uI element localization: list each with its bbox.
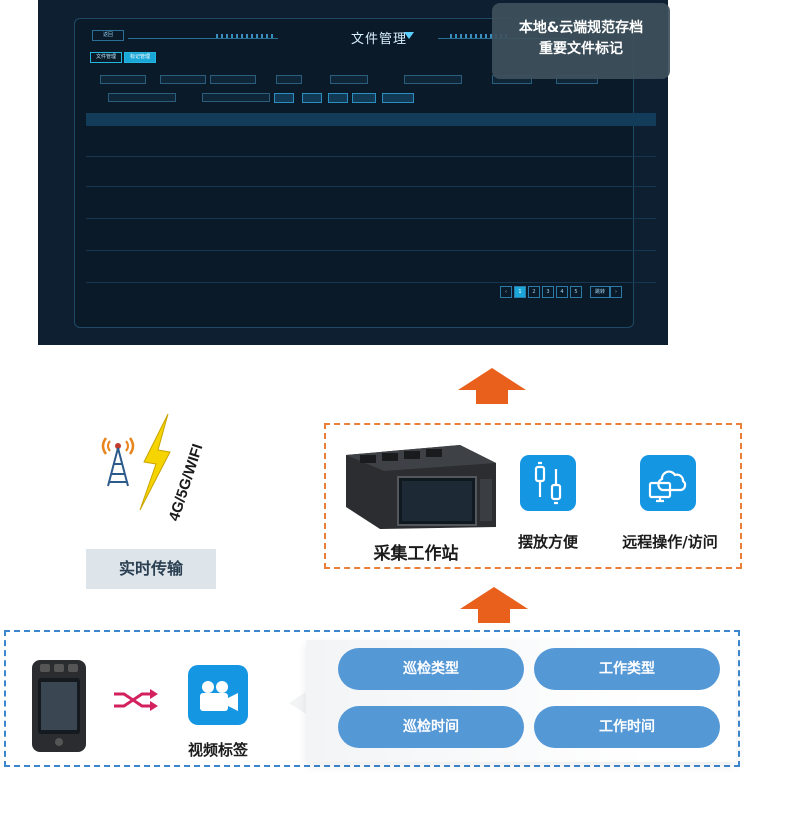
tab-mark-management[interactable]: 标记管理 <box>124 52 156 63</box>
export-button[interactable] <box>328 93 348 103</box>
tag-work-type: 工作类型 <box>534 648 720 690</box>
video-camera-icon <box>188 665 248 725</box>
batch-button[interactable] <box>382 93 414 103</box>
date-range-input[interactable] <box>202 93 270 102</box>
signal-tower-icon <box>101 437 135 487</box>
realtime-transfer-label: 实时传输 <box>86 549 216 589</box>
table-row[interactable] <box>86 158 656 187</box>
archive-line-1: 本地&云端规范存档 <box>518 20 644 36</box>
up-arrow-icon <box>460 587 528 623</box>
page-button[interactable]: 1 <box>514 286 526 298</box>
header-line-left <box>128 38 278 39</box>
filter-input[interactable] <box>100 75 146 84</box>
filter-input[interactable] <box>210 75 256 84</box>
table-row[interactable] <box>86 190 656 219</box>
date-range-input[interactable] <box>108 93 176 102</box>
lightning-bolt-icon <box>139 413 171 511</box>
workstation-device-icon <box>346 445 496 529</box>
feature-remote-caption: 远程操作/访问 <box>622 533 718 551</box>
tag-work-time: 工作时间 <box>534 706 720 748</box>
body-camera-icon <box>32 660 86 752</box>
title-dropdown-icon[interactable] <box>404 32 414 39</box>
filter-input[interactable] <box>276 75 302 84</box>
device-tagging-box <box>4 630 740 767</box>
video-tag-caption: 视频标签 <box>187 741 248 759</box>
page-button[interactable]: 3 <box>542 286 554 298</box>
filter-button[interactable] <box>352 93 376 103</box>
search-button[interactable] <box>274 93 294 103</box>
tag-inspection-type: 巡检类型 <box>338 648 524 690</box>
archive-callout: 本地&云端规范存档 重要文件标记 <box>492 3 670 79</box>
tag-inspection-time: 巡检时间 <box>338 706 524 748</box>
filter-input[interactable] <box>160 75 206 84</box>
go-page-button[interactable]: 跳转 <box>590 286 610 298</box>
network-text: 4G/5G/WIFI <box>166 442 207 523</box>
next-page-button[interactable]: › <box>610 286 622 298</box>
header-deco-right <box>450 34 510 38</box>
page-button[interactable]: 4 <box>556 286 568 298</box>
network-types-label: 4G/5G/WIFI <box>166 442 207 523</box>
callout-pointer <box>289 690 309 716</box>
filter-select[interactable] <box>404 75 462 84</box>
remote-cloud-icon <box>640 455 696 511</box>
archive-line-2: 重要文件标记 <box>539 41 623 57</box>
page-button[interactable]: 2 <box>528 286 540 298</box>
table-header <box>86 113 656 126</box>
header-deco-left <box>216 34 276 38</box>
tab-file-management[interactable]: 文件管理 <box>90 52 122 63</box>
up-arrow-icon <box>458 368 526 404</box>
feature-placement-caption: 摆放方便 <box>517 533 578 551</box>
collection-station-box: 采集工作站 摆放方便 远程操作/访问 <box>324 423 742 569</box>
usb-cable-icon <box>520 455 576 511</box>
prev-page-button[interactable]: ‹ <box>500 286 512 298</box>
screen-title: 文件管理 <box>350 32 407 47</box>
reset-button[interactable] <box>302 93 322 103</box>
table-row[interactable] <box>86 254 656 283</box>
filter-input[interactable] <box>330 75 368 84</box>
video-tags-panel: 巡检类型 工作类型 巡检时间 工作时间 <box>306 640 736 762</box>
back-tab[interactable]: 返回 <box>92 30 124 41</box>
table-row[interactable] <box>86 222 656 251</box>
table-row[interactable] <box>86 128 656 157</box>
page-button[interactable]: 5 <box>570 286 582 298</box>
station-caption: 采集工作站 <box>373 544 459 564</box>
shuffle-icon <box>114 689 158 711</box>
